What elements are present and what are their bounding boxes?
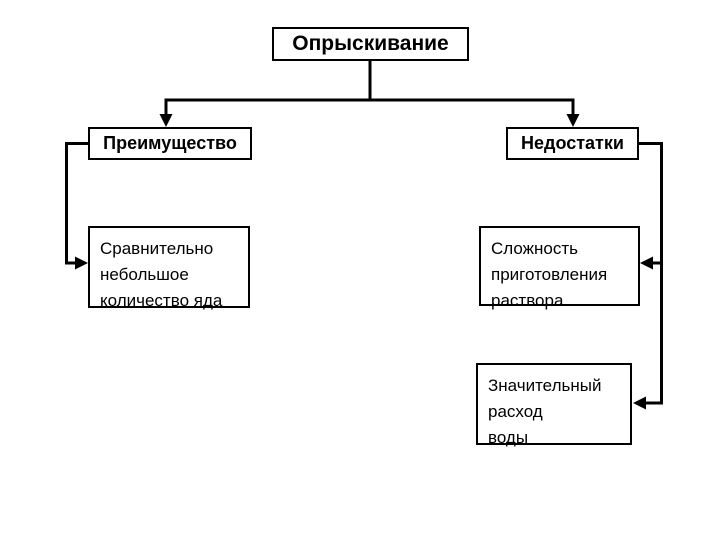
arrow-down-left-icon bbox=[159, 114, 173, 127]
advantage-item-box: Сравнительно небольшое количество яда bbox=[88, 226, 250, 310]
disadvantage-header-label: Недостатки bbox=[521, 133, 624, 153]
disadvantage-item-2-box: Значительный расход воды bbox=[476, 363, 632, 447]
disadvantage-item-2-line: Значительный bbox=[488, 376, 602, 395]
arrow-right-into-advantage-icon bbox=[75, 256, 88, 270]
disadvantage-item-2-line: воды bbox=[488, 428, 529, 447]
advantage-header-box: Преимущество bbox=[88, 127, 252, 160]
arrow-left-into-disadvantage2-icon bbox=[633, 396, 646, 410]
disadvantage-item-1-line: Сложность bbox=[491, 239, 579, 258]
disadvantage-item-2-line: расход bbox=[488, 402, 543, 421]
diagram-title: Опрыскивание bbox=[292, 32, 449, 55]
advantage-item-line: количество яда bbox=[100, 291, 223, 310]
advantage-item-line: небольшое bbox=[100, 265, 189, 284]
disadvantage-header-box: Недостатки bbox=[506, 127, 639, 160]
disadvantage-item-1-line: приготовления bbox=[491, 265, 608, 284]
advantage-header-label: Преимущество bbox=[103, 133, 237, 153]
connector-right-loop bbox=[639, 142, 663, 405]
advantage-item-line: Сравнительно bbox=[100, 239, 214, 258]
title-box: Опрыскивание bbox=[272, 27, 469, 61]
arrow-left-into-disadvantage1-icon bbox=[640, 256, 653, 270]
arrow-down-right-icon bbox=[566, 114, 580, 127]
disadvantage-item-1-line: раствора bbox=[491, 291, 564, 310]
disadvantage-item-1-box: Сложность приготовления раствора bbox=[479, 226, 640, 310]
connector-left-loop bbox=[65, 142, 88, 265]
